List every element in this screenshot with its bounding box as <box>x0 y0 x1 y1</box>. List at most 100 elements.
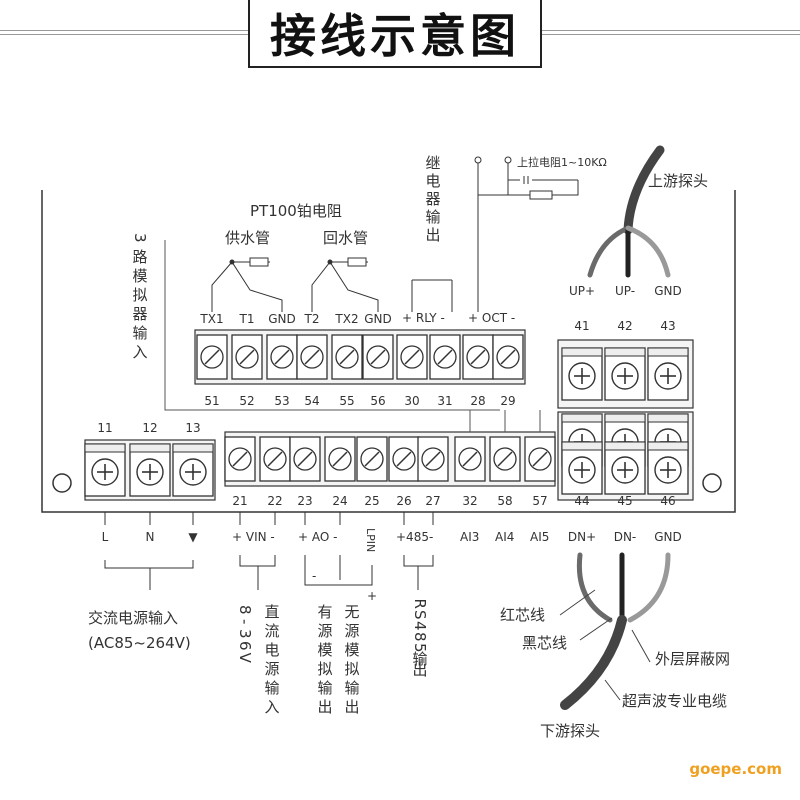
page-title: 接线示意图 <box>270 9 520 63</box>
svg-text:拟: 拟 <box>344 660 359 678</box>
ai3-label: AI3 <box>460 530 479 544</box>
terminal-screw-12 <box>129 443 171 497</box>
terminal-signal-12: N <box>146 530 155 544</box>
terminal-screw-22 <box>259 436 291 482</box>
svg-text:输: 输 <box>412 650 427 668</box>
terminal-screw-21 <box>224 436 256 482</box>
svg-text:源: 源 <box>264 660 279 678</box>
pt100-label: PT100铂电阻 <box>250 202 342 220</box>
terminal-number-23: 23 <box>297 494 312 508</box>
svg-text:输: 输 <box>317 679 332 697</box>
terminal-screw-58 <box>489 436 521 482</box>
terminal-signal-41: UP+ <box>569 284 595 298</box>
upstream-probe-label: 上游探头 <box>648 172 708 190</box>
terminal-screw-29 <box>492 334 524 380</box>
terminal-signal-42: UP- <box>615 284 635 298</box>
svg-text:R: R <box>411 599 429 609</box>
svg-text:3: 3 <box>131 233 149 243</box>
ultrasonic-cable-label: 超声波专业电缆 <box>622 692 727 710</box>
svg-text:3: 3 <box>236 629 254 639</box>
terminal-number-56: 56 <box>370 394 385 408</box>
terminal-screw-51 <box>196 334 228 380</box>
svg-text:输: 输 <box>132 324 147 342</box>
dc-range-vertical-label: 8-36V <box>236 605 254 664</box>
terminal-signal-55: TX2 <box>334 312 358 326</box>
svg-text:模: 模 <box>317 641 332 659</box>
svg-text:出: 出 <box>317 698 332 716</box>
terminal-number-22: 22 <box>267 494 282 508</box>
passive-ao-plus: + <box>367 589 377 603</box>
ai-bracket-drops <box>469 410 541 432</box>
svg-text:5: 5 <box>411 643 429 653</box>
terminal-number-27: 27 <box>425 494 440 508</box>
svg-text:模: 模 <box>132 267 147 285</box>
terminal-number-30: 30 <box>404 394 419 408</box>
svg-text:模: 模 <box>344 641 359 659</box>
terminal-number-24: 24 <box>332 494 347 508</box>
terminal-number-29: 29 <box>500 394 515 408</box>
terminal-number-43: 43 <box>660 319 675 333</box>
pt100-sensor-return <box>311 257 379 312</box>
terminal-signal-13: ▼ <box>188 530 198 544</box>
terminal-number-26: 26 <box>396 494 411 508</box>
terminal-number-42: 42 <box>617 319 632 333</box>
terminal-number-54: 54 <box>304 394 319 408</box>
svg-text:电: 电 <box>264 641 279 659</box>
return-pipe-label: 回水管 <box>323 229 368 247</box>
terminal-signal-45: DN- <box>614 530 637 544</box>
terminal-number-21: 21 <box>232 494 247 508</box>
terminal-screw-54 <box>296 334 328 380</box>
oct-pullup-wiring <box>474 156 579 312</box>
svg-text:输: 输 <box>264 679 279 697</box>
svg-text:出: 出 <box>344 698 359 716</box>
outer-shield-label: 外层屏蔽网 <box>655 650 730 668</box>
terminal-screw-23 <box>289 436 321 482</box>
svg-text:源: 源 <box>344 622 359 640</box>
rly-group-label: + RLY - <box>402 311 445 325</box>
ai5-label: AI5 <box>530 530 549 544</box>
terminal-number-12: 12 <box>142 421 157 435</box>
terminal-screw-52 <box>231 334 263 380</box>
title-rule-left <box>0 30 248 35</box>
terminal-screw-26 <box>388 436 420 482</box>
svg-text:有: 有 <box>317 603 332 621</box>
terminal-signal-54: T2 <box>304 312 320 326</box>
analog-input-bracket <box>164 240 500 411</box>
svg-text:入: 入 <box>264 698 279 716</box>
terminal-number-44: 44 <box>574 494 589 508</box>
svg-text:6: 6 <box>236 641 254 651</box>
terminal-number-53: 53 <box>274 394 289 408</box>
terminal-screw-25 <box>356 436 388 482</box>
terminal-signal-53: GND <box>268 312 296 326</box>
mount-hole-left <box>52 473 72 493</box>
pullup-label: 上拉电阻1~10KΩ <box>517 155 607 169</box>
terminal-number-58: 58 <box>497 494 512 508</box>
terminal-number-52: 52 <box>239 394 254 408</box>
ac-range-label: (AC85~264V) <box>88 634 191 652</box>
terminal-screw-30 <box>396 334 428 380</box>
svg-text:输: 输 <box>344 679 359 697</box>
svg-text:S: S <box>411 610 429 620</box>
terminal-signal-44: DN+ <box>568 530 596 544</box>
pt100-sensor-supply <box>211 257 283 312</box>
downstream-callouts <box>559 589 651 701</box>
terminal-screw-42 <box>604 347 646 401</box>
title-box: 接线示意图 <box>248 0 542 68</box>
terminal-screw-11 <box>84 443 126 497</box>
rs485-label: +485- <box>396 530 433 544</box>
terminal-screw-57 <box>524 436 556 482</box>
terminal-screw-46 <box>647 441 689 495</box>
terminal-screw-13 <box>172 443 214 497</box>
ac-input-label: 交流电源输入 <box>88 609 178 627</box>
svg-text:输: 输 <box>425 208 440 226</box>
title-rule-right <box>538 30 800 35</box>
svg-text:出: 出 <box>425 226 440 244</box>
svg-text:拟: 拟 <box>317 660 332 678</box>
svg-text:4: 4 <box>411 621 429 631</box>
svg-text:电: 电 <box>425 172 440 190</box>
terminal-number-25: 25 <box>364 494 379 508</box>
